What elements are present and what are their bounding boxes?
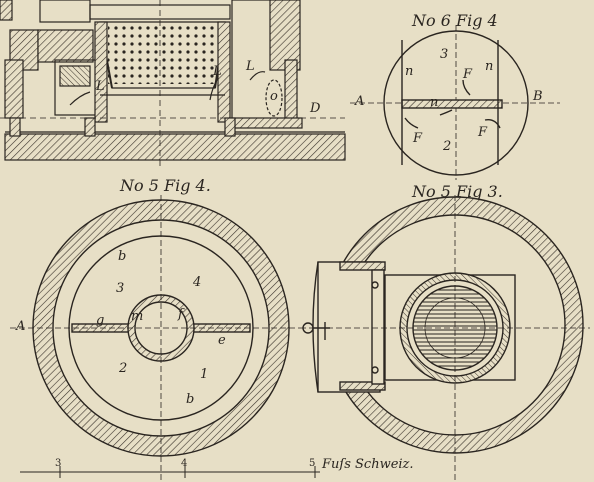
- label-L2: L: [212, 64, 222, 79]
- label-n-mid: n: [430, 95, 438, 110]
- label-b1: b: [118, 249, 126, 264]
- stove-section-drawing: [0, 0, 346, 170]
- label-b2: b: [186, 392, 194, 407]
- fig-title-bottom-left: No 5 Fig 4.: [119, 176, 211, 195]
- label-n3: 3: [116, 281, 124, 296]
- label-L1: L: [95, 79, 105, 94]
- fig-title-top-right: No 6 Fig 4: [411, 11, 498, 30]
- circle-section-no5-fig4: [10, 195, 300, 480]
- scale-tick-4: 4: [181, 458, 187, 469]
- label-n2: n: [485, 59, 493, 74]
- label-F1: F: [462, 67, 473, 82]
- label-A-top: A: [354, 94, 364, 109]
- label-A-bottom: A: [15, 319, 25, 334]
- label-n1: n: [405, 64, 413, 79]
- scale-tick-3: 3: [55, 458, 61, 469]
- label-n2: 2: [118, 361, 127, 376]
- label-m: m: [131, 309, 143, 324]
- label-o: o: [270, 89, 278, 104]
- label-num3-top: 3: [440, 47, 448, 62]
- label-F3: F: [477, 125, 488, 140]
- label-n1: 1: [200, 367, 208, 382]
- label-B-top: B: [532, 89, 543, 104]
- label-num2-top: 2: [442, 139, 451, 154]
- fig-title-bottom-right: No 5 Fig 3.: [411, 182, 503, 201]
- label-L3: L: [245, 59, 255, 74]
- label-g: g: [96, 313, 104, 328]
- label-F2: F: [412, 131, 423, 146]
- circle-section-no5-fig3: [300, 195, 590, 480]
- label-n4: 4: [192, 275, 201, 290]
- label-D: D: [309, 101, 321, 116]
- scale-tick-5: 5: [309, 458, 315, 469]
- label-e: e: [218, 333, 226, 348]
- scale-unit-label: Fuſs Schweiz.: [321, 457, 414, 472]
- scale-bar: [20, 466, 320, 478]
- label-f: f: [177, 307, 185, 322]
- circle-section-no6-fig4: [350, 25, 560, 180]
